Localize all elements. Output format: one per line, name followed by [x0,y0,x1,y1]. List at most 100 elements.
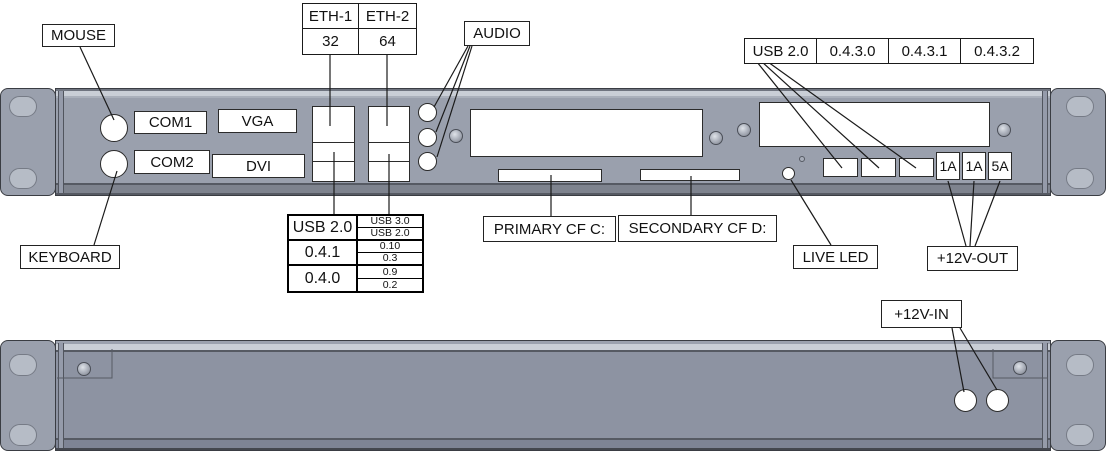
secondary-cf-callout: SECONDARY CF D: [618,215,777,242]
com2-label: COM2 [150,153,194,171]
usb-combo-table: USB 2.0 USB 3.0 USB 2.0 0.4.1 0.10 0.3 0… [287,214,424,293]
eth1-usb-stack [312,106,355,182]
vga-label: VGA [241,112,274,130]
usb-combo-row: 0.4.0 0.9 0.2 [289,266,422,291]
power-jack-1 [954,389,977,412]
mouse-callout-text: MOUSE [50,27,106,44]
usb-combo-left: 0.4.0 [289,266,358,291]
screw [737,123,751,137]
screw [1013,361,1027,375]
eth-table-header-1: ETH-1 [303,4,359,29]
12v-in-callout: +12V-IN [881,300,962,328]
fuse-plate-3: 5A [988,152,1012,180]
usb-combo-left: USB 2.0 [289,216,358,239]
usb-combo-row: USB 2.0 USB 3.0 USB 2.0 [289,216,422,241]
usb-combo-sub-bottom: 0.2 [382,278,398,291]
mounting-slot [1066,168,1094,189]
mouse-callout: MOUSE [42,24,115,47]
usb-port-3 [899,158,934,177]
dvi-plate: DVI [212,154,305,178]
mounting-slot [9,354,37,376]
com1-label: COM1 [148,114,193,131]
live-led-callout: LIVE LED [793,245,878,269]
stack-divider [369,142,409,143]
drive-bay-left [470,109,703,157]
live-led-callout-text: LIVE LED [802,248,869,266]
usb-combo-sub-top: 0.10 [358,241,422,253]
usb-hub-cell-2: 0.4.3.0 [817,39,889,63]
primary-cf-callout: PRIMARY CF C: [483,216,616,242]
eth2-usb-stack [368,106,410,182]
screw [997,123,1011,137]
usb-combo-sub-bottom: USB 2.0 [370,227,410,240]
mouse-port [100,114,128,142]
com1-plate: COM1 [134,111,207,134]
keyboard-callout-text: KEYBOARD [28,248,112,266]
fuse2-label: 1A [965,158,983,174]
rear-panel-chassis [55,340,1051,451]
eth-table: ETH-1 ETH-2 32 64 [302,3,417,55]
keyboard-port [100,150,128,178]
vga-plate: VGA [218,109,297,133]
audio-jack-3 [418,152,437,171]
usb-combo-right: 0.10 0.3 [358,241,422,264]
stack-divider [369,161,409,162]
rear-rack-ear-left [0,340,56,451]
front-rack-ear-left [0,88,56,196]
usb-hub-cell-3: 0.4.3.1 [889,39,961,63]
usb-hub-cell-4: 0.4.3.2 [974,42,1020,60]
usb-combo-row: 0.4.1 0.10 0.3 [289,241,422,266]
mounting-slot [1066,354,1094,376]
usb-port-2 [861,158,896,177]
mounting-slot [9,424,37,446]
fuse1-label: 1A [939,158,957,174]
stack-divider [313,161,354,162]
audio-jack-1 [418,103,437,122]
12v-in-callout-text: +12V-IN [894,305,949,323]
audio-callout: AUDIO [464,21,530,46]
eth-table-value-1: 32 [303,29,359,54]
stack-divider [313,142,354,143]
panel-edge-right [1042,91,1048,193]
audio-jack-2 [418,128,437,147]
usb-combo-right: USB 3.0 USB 2.0 [358,216,422,239]
pinhole [799,156,805,162]
secondary-cf-callout-text: SECONDARY CF D: [628,220,767,237]
fuse-plate-1: 1A [936,152,960,180]
usb-port-1 [823,158,858,177]
screw [709,131,723,145]
power-jack-2 [986,389,1009,412]
usb-hub-cell-1: USB 2.0 [745,39,817,63]
12v-out-callout-text: +12V-OUT [936,250,1009,267]
screw [449,129,463,143]
audio-callout-text: AUDIO [473,25,521,42]
usb-combo-sub-bottom: 0.3 [382,252,398,265]
eth-table-header-2: ETH-2 [359,4,416,29]
front-rack-ear-right [1050,88,1106,196]
usb-combo-right: 0.9 0.2 [358,266,422,291]
rear-rack-ear-right [1050,340,1106,451]
live-led [782,167,795,180]
panel-edge-right [1042,343,1048,448]
usb-combo-sub-top: USB 3.0 [358,216,422,228]
usb-hub-table: USB 2.0 0.4.3.0 0.4.3.1 0.4.3.2 [744,38,1034,64]
primary-cf-slot [498,169,602,182]
com2-plate: COM2 [134,150,210,174]
drive-bay-right [759,102,990,147]
keyboard-callout: KEYBOARD [20,245,120,269]
12v-out-callout: +12V-OUT [927,246,1018,271]
mounting-slot [1066,96,1094,117]
mounting-slot [9,168,37,189]
mounting-slot [9,96,37,117]
eth-table-value-2: 64 [379,33,396,50]
secondary-cf-slot [640,169,740,181]
fuse-plate-2: 1A [962,152,986,180]
usb-combo-left: 0.4.1 [289,241,358,264]
mounting-slot [1066,424,1094,446]
dvi-label: DVI [245,157,271,175]
panel-edge-left [58,343,64,448]
primary-cf-callout-text: PRIMARY CF C: [493,220,606,238]
panel-edge-left [58,91,64,193]
usb-combo-sub-top: 0.9 [358,266,422,279]
